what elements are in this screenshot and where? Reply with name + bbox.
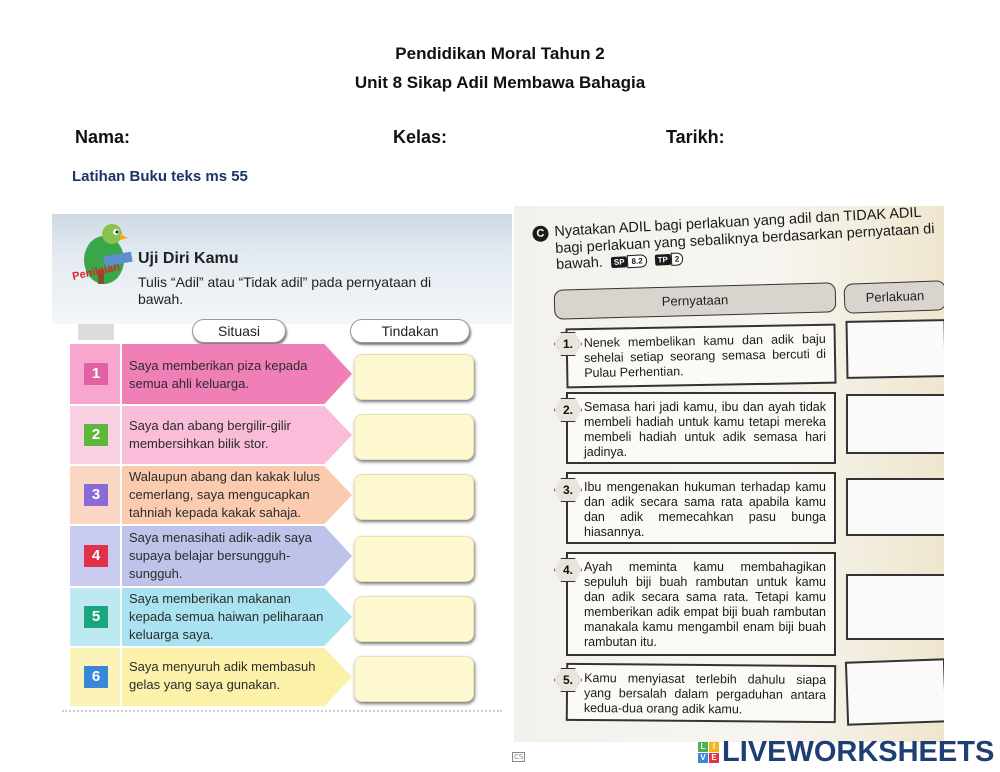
statement-number-2: 2. xyxy=(554,398,582,422)
perlakuan-answer-input-5[interactable] xyxy=(844,658,944,726)
situation-row-4: 4 Saya menasihati adik-adik saya supaya … xyxy=(70,526,352,586)
perlakuan-answer-input-2[interactable] xyxy=(846,394,944,454)
worksheet-title: Pendidikan Moral Tahun 2 xyxy=(395,44,605,63)
logo-wordmark: LIVEWORKSHEETS xyxy=(722,736,995,768)
row-number: 2 xyxy=(84,424,108,446)
row-arrow xyxy=(122,648,352,706)
row-arrow xyxy=(122,526,352,586)
logo-letter-v: V xyxy=(698,753,708,763)
row-number: 5 xyxy=(84,606,108,628)
exercise-subheading: Latihan Buku teks ms 55 xyxy=(72,168,248,185)
statement-number-1: 1. xyxy=(554,332,582,356)
perlakuan-answer-input-1[interactable] xyxy=(845,319,944,379)
tindakan-answer-input-1[interactable] xyxy=(354,354,474,400)
tp-tag: TP xyxy=(654,253,672,266)
grey-tab xyxy=(78,324,114,340)
logo-letter-e: E xyxy=(709,753,719,763)
tarikh-label: Tarikh: xyxy=(666,127,725,147)
sp-tag: SP xyxy=(610,255,628,268)
perlakuan-header: Perlakuan xyxy=(843,280,944,314)
situation-text: Saya memberikan makanan kepada semua hai… xyxy=(129,591,324,642)
tindakan-header: Tindakan xyxy=(350,319,470,343)
situation-row-3: 3 Walaupun abang dan kakak lulus cemerla… xyxy=(70,466,352,524)
row-arrow xyxy=(122,344,352,404)
row-arrow xyxy=(122,406,352,464)
situation-row-5: 5 Saya memberikan makanan kepada semua h… xyxy=(70,588,352,646)
situation-row-2: 2 Saya dan abang bergilir-gilir membersi… xyxy=(70,406,352,464)
liveworksheets-logo[interactable]: L I V E LIVEWORKSHEETS xyxy=(698,736,994,769)
statement-number-3: 3. xyxy=(554,478,582,502)
situation-text: Saya menasihati adik-adik saya supaya be… xyxy=(129,530,312,581)
tindakan-answer-input-6[interactable] xyxy=(354,656,474,702)
row-number: 3 xyxy=(84,484,108,506)
sp-value-tag: 8.2 xyxy=(627,253,647,268)
tp-value-tag: 2 xyxy=(670,251,684,266)
situation-text: Saya memberikan piza kepada semua ahli k… xyxy=(129,358,308,391)
pernyataan-header: Pernyataan xyxy=(553,282,837,320)
row-arrow xyxy=(122,466,352,524)
row-arrow xyxy=(122,588,352,646)
nama-label: Nama: xyxy=(75,127,131,147)
row-number: 6 xyxy=(84,666,108,688)
cs-icon: CS xyxy=(512,752,526,762)
situation-text: Saya menyuruh adik membasuh gelas yang s… xyxy=(129,659,316,692)
statement-3: Ibu mengenakan hukuman terhadap kamu dan… xyxy=(566,472,836,544)
exercise-instruction: Tulis “Adil” atau “Tidak adil” pada pern… xyxy=(138,274,432,307)
tindakan-answer-input-4[interactable] xyxy=(354,536,474,582)
sky-background xyxy=(52,214,512,324)
perlakuan-answer-input-4[interactable] xyxy=(846,574,944,640)
section-letter-badge: C xyxy=(532,225,549,243)
scanner-watermark: CS xyxy=(512,752,528,762)
tindakan-answer-input-2[interactable] xyxy=(354,414,474,460)
logo-grid-icon: L I V E xyxy=(698,742,719,763)
situation-text: Walaupun abang dan kakak lulus cemerlang… xyxy=(129,469,321,520)
statement-2: Semasa hari jadi kamu, ibu dan ayah tida… xyxy=(566,392,836,464)
statement-5: Kamu menyiasat terlebih dahulu siapa yan… xyxy=(565,662,837,724)
logo-letter-l: L xyxy=(698,742,708,752)
statement-number-4: 4. xyxy=(554,558,582,582)
uji-diri-kamu-panel: Penilaian Uji Diri Kamu Tulis “Adil” ata… xyxy=(52,214,512,716)
parrot-mascot-icon xyxy=(84,224,133,284)
tindakan-answer-input-3[interactable] xyxy=(354,474,474,520)
row-number: 4 xyxy=(84,545,108,567)
statement-number-5: 5. xyxy=(554,668,582,692)
statement-1: Nenek membelikan kamu dan adik baju sehe… xyxy=(565,323,837,389)
kelas-label: Kelas: xyxy=(393,127,448,147)
worksheet-subtitle: Unit 8 Sikap Adil Membawa Bahagia xyxy=(354,73,646,92)
exercise-title: Uji Diri Kamu xyxy=(138,250,239,267)
bottom-divider xyxy=(62,710,502,712)
row-number: 1 xyxy=(84,363,108,385)
logo-letter-i: I xyxy=(709,742,719,752)
situation-text: Saya dan abang bergilir-gilir membersihk… xyxy=(129,418,291,451)
situation-row-6: 6 Saya menyuruh adik membasuh gelas yang… xyxy=(70,648,352,706)
situation-row-1: 1 Saya memberikan piza kepada semua ahli… xyxy=(70,344,352,404)
perlakuan-answer-input-3[interactable] xyxy=(846,478,944,536)
statement-4: Ayah meminta kamu membahagikan sepuluh b… xyxy=(566,552,836,656)
tindakan-answer-input-5[interactable] xyxy=(354,596,474,642)
situasi-header: Situasi xyxy=(192,319,286,343)
